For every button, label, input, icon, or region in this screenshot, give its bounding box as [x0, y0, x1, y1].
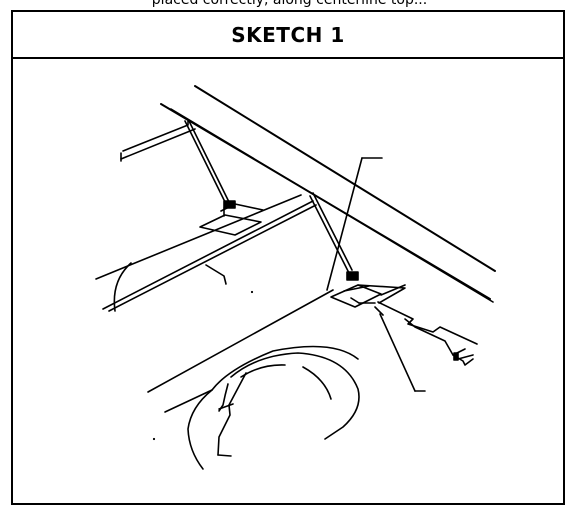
sketch-header: SKETCH 1: [13, 12, 563, 59]
right-support-cable: [309, 192, 353, 274]
lower-right-rail: [377, 301, 478, 366]
main-beam: [160, 85, 496, 303]
sketch-drawing-area: [13, 59, 563, 503]
sketch-frame: SKETCH 1: [11, 10, 565, 505]
right-clip-bracket: [330, 271, 406, 308]
cut-off-text: placed correctly, along centerline top..…: [151, 0, 428, 8]
lower-pipe: [147, 289, 360, 470]
right-pointer-line: [374, 306, 426, 392]
upper-pipe: [95, 194, 317, 312]
top-leader-line: [326, 157, 383, 291]
previous-page-text-fragment: placed correctly, along centerline top..…: [0, 0, 579, 9]
elbow-inner-curves: [240, 364, 332, 400]
line-drawing: [95, 85, 496, 470]
sketch-title: SKETCH 1: [231, 22, 345, 47]
left-clip-bracket: [199, 200, 264, 236]
upper-rail-left: [120, 120, 196, 162]
left-support-cable: [184, 120, 231, 205]
lower-pointer-line: [217, 372, 247, 457]
